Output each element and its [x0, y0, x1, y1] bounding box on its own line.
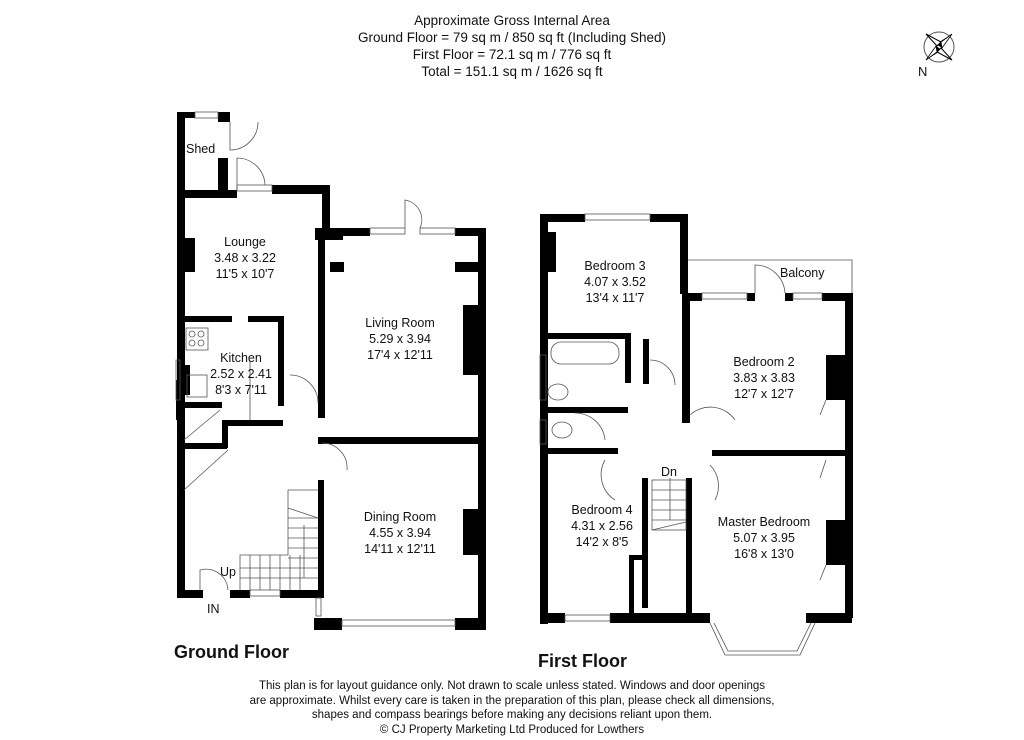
room-label-shed: Shed: [186, 141, 215, 157]
room-imperial: 12'7 x 12'7: [734, 387, 794, 401]
compass-north-label: N: [918, 64, 928, 79]
ground-floor-title: Ground Floor: [174, 642, 289, 662]
disclaimer-line: shapes and compass bearings before makin…: [311, 709, 713, 721]
room-name: Living Room: [365, 316, 435, 330]
room-imperial: 14'2 x 8'5: [575, 535, 629, 549]
room-metric: 4.07 x 3.52: [584, 275, 646, 289]
entrance-label: IN: [207, 602, 220, 616]
room-label-balcony: Balcony: [780, 265, 824, 281]
first-floor-area: First Floor = 72.1 sq m / 776 sq ft: [412, 47, 612, 62]
room-name: Kitchen: [220, 351, 262, 365]
room-name: Master Bedroom: [717, 515, 811, 529]
room-imperial: 13'4 x 11'7: [585, 291, 645, 305]
room-imperial: 8'3 x 7'11: [215, 383, 267, 397]
stairs-down-label: Dn: [661, 465, 677, 479]
disclaimer-line: are approximate. Whilst every care is ta…: [249, 694, 775, 707]
room-imperial: 17'4 x 12'11: [367, 348, 433, 362]
stairs-up-label: Up: [220, 565, 236, 579]
room-imperial: 11'5 x 10'7: [215, 267, 275, 281]
first-floor-walls: [540, 214, 853, 624]
ground-floor-fixtures: [175, 111, 456, 627]
room-metric: 3.48 x 3.22: [214, 251, 276, 265]
room-metric: 3.83 x 3.83: [733, 371, 795, 385]
compass-rose-icon: [923, 31, 955, 63]
ground-floor-area: Ground Floor = 79 sq m / 850 sq ft (Incl…: [357, 30, 667, 45]
room-name: Lounge: [224, 235, 266, 249]
room-label-master-bedroom: Master Bedroom 5.07 x 3.95 16'8 x 13'0: [708, 514, 820, 562]
first-floor-title: First Floor: [538, 651, 627, 671]
room-label-bedroom-3: Bedroom 3 4.07 x 3.52 13'4 x 11'7: [575, 258, 655, 306]
area-title: Approximate Gross Internal Area: [414, 13, 610, 28]
room-label-lounge: Lounge 3.48 x 3.22 11'5 x 10'7: [210, 234, 280, 282]
room-name: Bedroom 3: [584, 259, 646, 273]
room-metric: 4.55 x 3.94: [369, 526, 431, 540]
room-label-bedroom-2: Bedroom 2 3.83 x 3.83 12'7 x 12'7: [724, 354, 804, 402]
room-metric: 2.52 x 2.41: [210, 367, 272, 381]
copyright-line: © CJ Property Marketing Ltd Produced for…: [379, 723, 645, 736]
room-imperial: 14'11 x 12'11: [364, 542, 436, 556]
room-name: Dining Room: [363, 510, 437, 524]
room-label-dining-room: Dining Room 4.55 x 3.94 14'11 x 12'11: [355, 509, 445, 557]
disclaimer: This plan is for layout guidance only. N…: [0, 679, 1024, 737]
room-name: Bedroom 4: [571, 503, 633, 517]
room-label-bedroom-4: Bedroom 4 4.31 x 2.56 14'2 x 8'5: [562, 502, 642, 550]
area-summary: Approximate Gross Internal Area Ground F…: [0, 12, 1024, 80]
room-metric: 5.29 x 3.94: [369, 332, 431, 346]
room-label-living-room: Living Room 5.29 x 3.94 17'4 x 12'11: [355, 315, 445, 363]
room-metric: 4.31 x 2.56: [571, 519, 633, 533]
room-name: Bedroom 2: [733, 355, 795, 369]
room-name: Shed: [186, 142, 216, 156]
ground-floor-walls: [176, 112, 486, 630]
disclaimer-line: This plan is for layout guidance only. N…: [258, 680, 766, 692]
room-label-kitchen: Kitchen 2.52 x 2.41 8'3 x 7'11: [206, 350, 276, 398]
first-floor-fixtures: [539, 213, 853, 656]
room-name: Balcony: [780, 266, 825, 280]
total-area: Total = 151.1 sq m / 1626 sq ft: [421, 64, 603, 79]
room-imperial: 16'8 x 13'0: [734, 547, 794, 561]
room-metric: 5.07 x 3.95: [733, 531, 795, 545]
